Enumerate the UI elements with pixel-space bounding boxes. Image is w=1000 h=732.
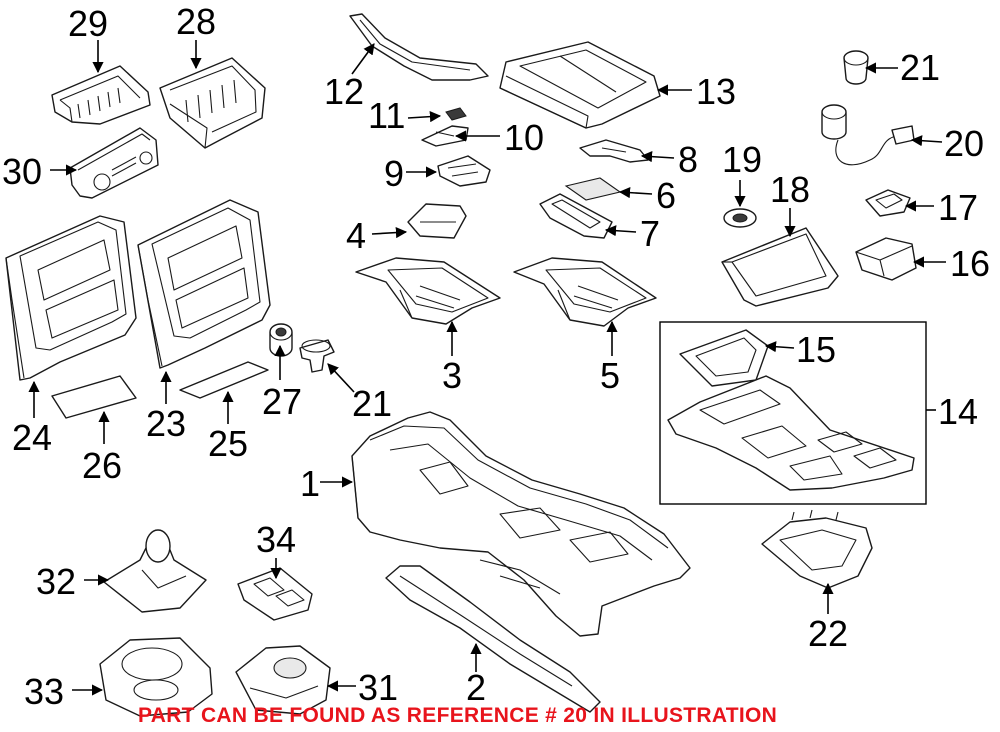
part-8-trim <box>579 139 649 163</box>
callout-21-middle: 21 <box>352 383 392 424</box>
callout-19: 19 <box>722 139 762 180</box>
part-29-air-vent <box>51 65 151 125</box>
part-33-cup-holder <box>99 637 213 717</box>
callout-34: 34 <box>256 519 296 560</box>
callout-4: 4 <box>346 215 366 256</box>
part-16-module <box>855 237 917 281</box>
callout-27: 27 <box>262 381 302 422</box>
callout-22: 22 <box>808 613 848 654</box>
part-24-side-panel-left <box>5 215 137 381</box>
callout-13: 13 <box>696 71 736 112</box>
part-25-mat <box>179 361 269 399</box>
part-18-tray <box>721 227 839 307</box>
callout-17: 17 <box>938 187 978 228</box>
callout-8: 8 <box>678 139 698 180</box>
part-6-mat <box>564 177 622 201</box>
callout-29: 29 <box>68 3 108 44</box>
callout-18: 18 <box>770 169 810 210</box>
callout-14: 14 <box>938 391 978 432</box>
part-34-switch-unit <box>237 567 313 621</box>
part-2-trim-strip <box>385 565 601 713</box>
part-19-grommet <box>723 208 757 228</box>
callout-10: 10 <box>504 117 544 158</box>
callout-23: 23 <box>146 403 186 444</box>
callout-20: 20 <box>944 123 984 164</box>
callout-7: 7 <box>640 213 660 254</box>
part-15-insert <box>679 329 769 387</box>
part-23-side-panel-right <box>137 199 271 369</box>
part-26-mat <box>51 375 137 419</box>
part-32-shift-boot <box>103 529 207 613</box>
callout-21-top: 21 <box>900 47 940 88</box>
part-20-power-socket <box>821 104 915 166</box>
callout-32: 32 <box>36 561 76 602</box>
callout-33: 33 <box>24 671 64 712</box>
part-28-air-vent-large <box>159 57 266 149</box>
callout-24: 24 <box>12 417 52 458</box>
part-4-insert <box>407 203 467 239</box>
part-22-bracket <box>761 509 873 589</box>
callout-6: 6 <box>656 175 676 216</box>
callout-1: 1 <box>300 463 320 504</box>
callout-25: 25 <box>208 423 248 464</box>
callout-11: 11 <box>368 95 405 136</box>
callout-labels: 29 28 30 24 26 23 25 27 21 12 11 10 9 13… <box>2 1 990 712</box>
reference-notice: PART CAN BE FOUND AS REFERENCE # 20 IN I… <box>138 704 777 727</box>
callout-16: 16 <box>950 243 990 284</box>
part-30-control-panel <box>69 127 159 199</box>
callout-31: 31 <box>358 667 398 708</box>
callout-9: 9 <box>384 153 404 194</box>
part-9-bracket <box>437 155 491 187</box>
callout-30: 30 <box>2 151 42 192</box>
part-14-console-trim <box>667 375 915 491</box>
part-14-group-box <box>659 321 927 505</box>
callout-12: 12 <box>324 71 364 112</box>
part-12-trim-strip <box>349 13 489 81</box>
leader-lines <box>28 40 946 696</box>
part-3-storage-bin <box>355 257 501 325</box>
callout-5: 5 <box>600 355 620 396</box>
part-11-clip <box>445 107 467 121</box>
callout-28: 28 <box>176 1 216 42</box>
callout-2: 2 <box>466 667 486 708</box>
part-13-armrest-lid <box>499 41 661 129</box>
part-1-center-console <box>351 411 691 637</box>
callout-3: 3 <box>442 355 462 396</box>
part-21-socket-top <box>843 50 869 85</box>
part-17-cover <box>865 189 911 217</box>
callout-15: 15 <box>796 329 836 370</box>
part-27-plug <box>269 323 293 357</box>
callout-26: 26 <box>82 445 122 486</box>
part-5-storage-bin <box>513 257 657 327</box>
part-7-tray <box>539 193 613 239</box>
part-21-socket <box>299 339 335 373</box>
